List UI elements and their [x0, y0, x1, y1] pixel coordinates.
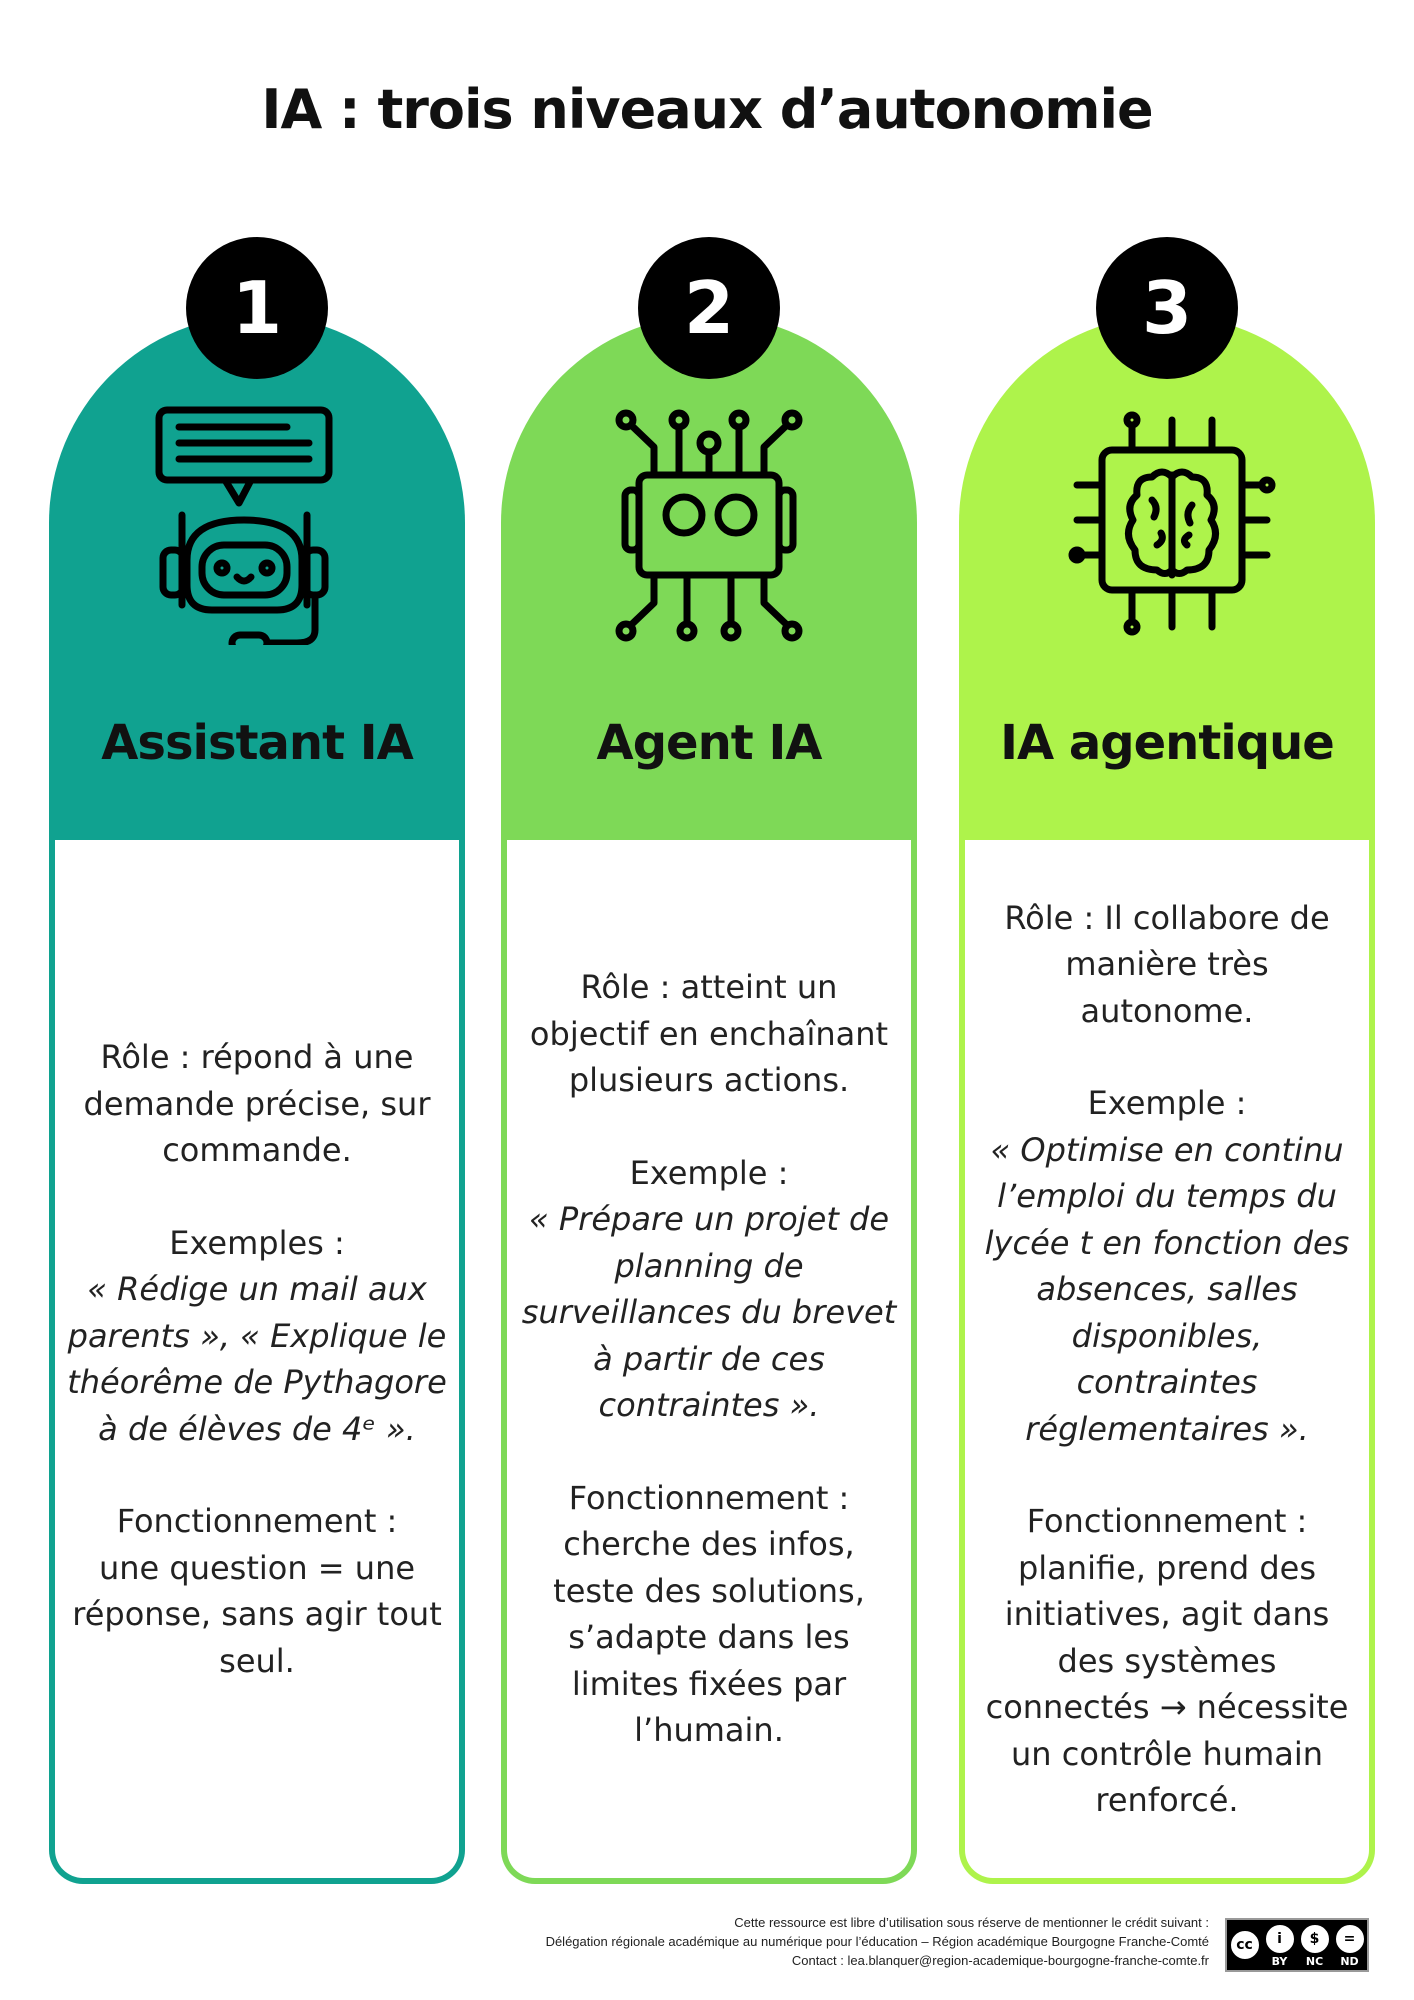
level-header	[49, 315, 465, 840]
level-number: 3	[1096, 237, 1238, 379]
example-text: « Optimise en continu l’emploi du temps …	[984, 1130, 1350, 1448]
nd-icon: =	[1333, 1922, 1366, 1955]
level-number: 1	[186, 237, 328, 379]
credit-author: Délégation régionale académique au numér…	[545, 1934, 1209, 1949]
level-number: 2	[638, 237, 780, 379]
example-label: Exemple :	[629, 1153, 789, 1192]
functioning-label: Fonctionnement :	[1026, 1502, 1308, 1540]
example-label: Exemple :	[1087, 1084, 1247, 1122]
page-title: IA : trois niveaux d’autonomie	[261, 78, 1153, 141]
level-name: Assistant IA	[101, 715, 413, 771]
credits-footer: Cette ressource est libre d’utilisation …	[546, 1913, 1209, 1970]
role-text: Rôle : répond à une demande précise, sur…	[83, 1038, 431, 1169]
level-header	[959, 315, 1375, 840]
brain-chip-icon	[1068, 411, 1276, 636]
robot-circuit-icon	[615, 409, 803, 642]
by-icon: i	[1263, 1922, 1296, 1955]
functioning-label: Fonctionnement :	[116, 1502, 398, 1540]
level-description: Rôle : Il collabore de manière très auto…	[959, 840, 1375, 1884]
cc-icon: cc	[1228, 1929, 1261, 1961]
example-label: Exemples :	[169, 1223, 345, 1262]
functioning-text: planifie, prend des initiatives, agit da…	[985, 1548, 1349, 1820]
functioning-text: une question = une réponse, sans agir to…	[72, 1548, 442, 1680]
level-description: Rôle : atteint un objectif en enchaînant…	[501, 840, 917, 1884]
level-card-3: 3 IA agentique Rôle : Il collabore de ma…	[959, 237, 1375, 1884]
level-name: Agent IA	[596, 715, 823, 771]
role-text: Rôle : atteint un objectif en enchaînant…	[529, 968, 889, 1100]
functioning-text: cherche des infos, teste des solutions, …	[553, 1525, 865, 1750]
example-text: « Prépare un projet de planning de surve…	[521, 1200, 897, 1425]
nc-icon: $	[1298, 1922, 1331, 1955]
level-card-1: 1 Assistant IA Rôle : répond à une deman…	[49, 237, 465, 1884]
level-description: Rôle : répond à une demande précise, sur…	[49, 840, 465, 1884]
functioning-label: Fonctionnement :	[568, 1478, 850, 1517]
chatbot-headset-icon	[155, 406, 333, 645]
example-text: « Rédige un mail aux parents », « Expliq…	[67, 1270, 447, 1448]
credit-notice: Cette ressource est libre d’utilisation …	[734, 1915, 1209, 1930]
role-text: Rôle : Il collabore de manière très auto…	[1004, 898, 1330, 1030]
level-card-2: 2 Agent IA Rôle : atteint un objectif en…	[501, 237, 917, 1884]
level-name: IA agentique	[1000, 715, 1335, 771]
credit-contact: Contact : lea.blanquer@region-academique…	[791, 1953, 1209, 1968]
